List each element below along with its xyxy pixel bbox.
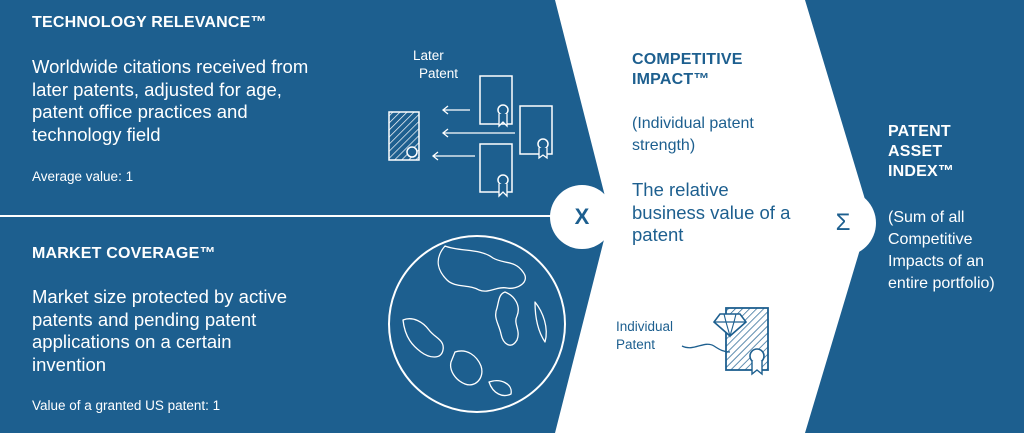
market-coverage-note: Value of a granted US patent: 1 bbox=[32, 398, 221, 413]
individual-patent-label-line1: Individual bbox=[616, 319, 674, 334]
technology-relevance-description: Worldwide citations received from later … bbox=[32, 56, 309, 145]
competitive-impact-title-line1: COMPETITIVE bbox=[632, 51, 743, 68]
competitive-impact-subtitle: (Individual patent strength) bbox=[632, 115, 754, 154]
competitive-impact-title-line2: IMPACT™ bbox=[632, 71, 710, 88]
diamond-icon bbox=[712, 313, 748, 339]
certified-patent-icon bbox=[681, 307, 769, 376]
later-patent-label-line1: Later bbox=[413, 48, 444, 63]
competitive-impact-chevron bbox=[555, 0, 870, 433]
sum-operator: Σ bbox=[810, 190, 876, 256]
patent-asset-index-title: PATENT ASSET INDEX™ bbox=[888, 122, 954, 182]
competitive-impact-title: COMPETITIVE IMPACT™ bbox=[632, 50, 743, 90]
patent-asset-index-title-line1: PATENT bbox=[888, 123, 951, 140]
technology-relevance-title: TECHNOLOGY RELEVANCE™ bbox=[32, 14, 267, 31]
individual-patent-label: Individual Patent bbox=[616, 318, 673, 354]
competitive-impact-description: The relative business value of a patent bbox=[632, 179, 791, 245]
market-coverage-description: Market size protected by active patents … bbox=[32, 286, 287, 375]
patent-asset-index-description: (Sum of all Competitive Impacts of an en… bbox=[888, 209, 995, 292]
citation-network-icon bbox=[388, 75, 553, 198]
patent-asset-index-title-line3: INDEX™ bbox=[888, 163, 955, 180]
globe-icon bbox=[388, 235, 566, 413]
market-coverage-title: MARKET COVERAGE™ bbox=[32, 245, 216, 262]
individual-patent-label-line2: Patent bbox=[616, 337, 656, 352]
multiply-operator: X bbox=[550, 185, 614, 249]
technology-relevance-note: Average value: 1 bbox=[32, 169, 134, 184]
patent-asset-index-title-line2: ASSET bbox=[888, 143, 943, 160]
later-patent-label-line2: Patent bbox=[419, 66, 459, 81]
later-patent-label: Later Patent bbox=[413, 47, 458, 83]
